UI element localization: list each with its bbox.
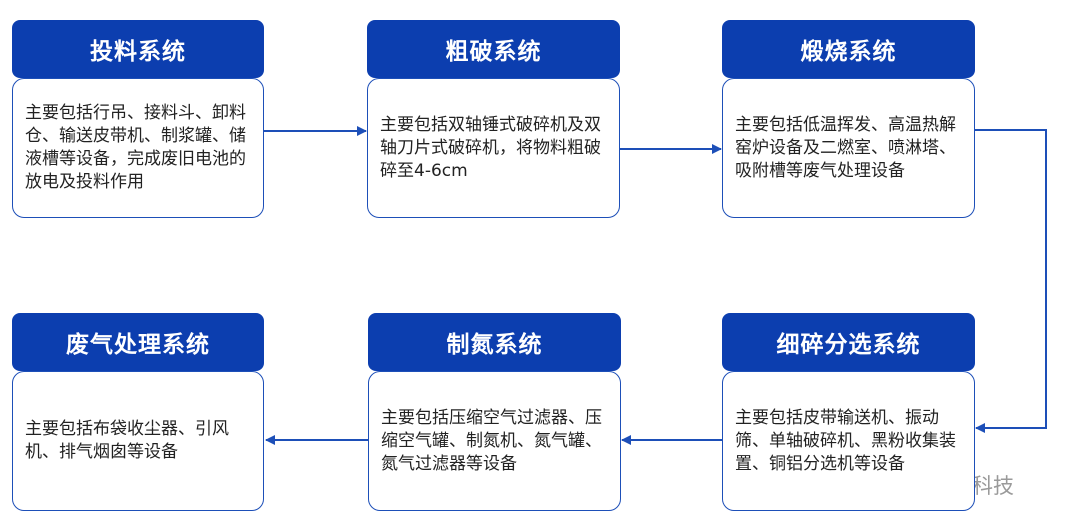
step-exhaust-title: 废气处理系统 <box>12 313 264 371</box>
step-nitrogen-title: 制氮系统 <box>368 313 621 371</box>
step-nitrogen-desc-text: 主要包括压缩空气过滤器、压缩空气罐、制氮机、氮气罐、氮气过滤器等设备 <box>381 407 602 474</box>
step-fine-sorting-desc-text: 主要包括皮带输送机、振动筛、单轴破碎机、黑粉收集装置、铜铝分选机等设备 <box>735 407 956 474</box>
step-exhaust-desc: 主要包括布袋收尘器、引风机、排气烟囱等设备 <box>12 371 264 511</box>
step-crushing-desc-text: 主要包括双轴锤式破碎机及双轴刀片式破碎机，将物料粗破碎至4-6cm <box>380 114 601 181</box>
step-feeding-desc: 主要包括行吊、接料斗、卸料仓、输送皮带机、制浆罐、储液槽等设备，完成废旧电池的放… <box>12 78 264 218</box>
step-calcining-desc-text: 主要包括低温挥发、高温热解窑炉设备及二燃室、喷淋塔、吸附槽等废气处理设备 <box>735 114 956 181</box>
step-crushing-desc: 主要包括双轴锤式破碎机及双轴刀片式破碎机，将物料粗破碎至4-6cm <box>367 78 620 218</box>
step-crushing-title: 粗破系统 <box>367 20 620 78</box>
step-exhaust-desc-text: 主要包括布袋收尘器、引风机、排气烟囱等设备 <box>25 419 229 462</box>
step-nitrogen-desc: 主要包括压缩空气过滤器、压缩空气罐、制氮机、氮气罐、氮气过滤器等设备 <box>368 371 621 511</box>
step-feeding-desc-text: 主要包括行吊、接料斗、卸料仓、输送皮带机、制浆罐、储液槽等设备，完成废旧电池的放… <box>25 103 246 192</box>
step-fine-sorting-title: 细碎分选系统 <box>722 313 975 371</box>
arrow-calcining-to-fine-sorting <box>975 129 1047 433</box>
step-calcining-desc: 主要包括低温挥发、高温热解窑炉设备及二燃室、喷淋塔、吸附槽等废气处理设备 <box>722 78 975 218</box>
step-calcining-title: 煅烧系统 <box>722 20 975 78</box>
step-feeding-title: 投料系统 <box>12 20 264 78</box>
step-fine-sorting-desc: 主要包括皮带输送机、振动筛、单轴破碎机、黑粉收集装置、铜铝分选机等设备 <box>722 371 975 511</box>
